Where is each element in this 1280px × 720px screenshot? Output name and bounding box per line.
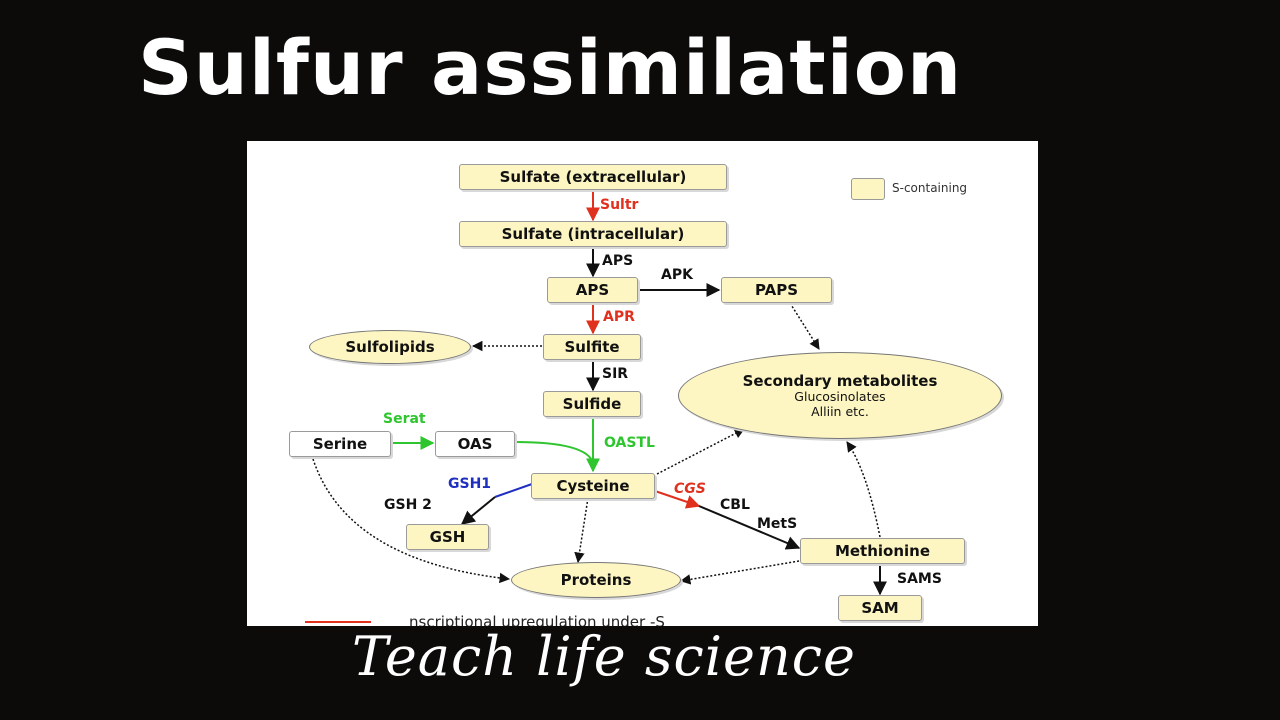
node-aps: APS: [547, 277, 638, 303]
node-sulfate-extracellular: Sulfate (extracellular): [459, 164, 727, 190]
node-methionine: Methionine: [800, 538, 965, 564]
footnote-text: nscriptional upregulation under -S: [409, 613, 665, 626]
enzyme-gsh1: GSH1: [448, 476, 492, 492]
channel-brand: Teach life science: [352, 625, 856, 688]
arrow-cysteine-secondary: [656, 428, 745, 475]
arrow-cysteine-proteins: [574, 497, 589, 564]
node-paps: PAPS: [721, 277, 832, 303]
enzyme-mets: MetS: [757, 516, 798, 532]
enzyme-cbl: CBL: [720, 497, 750, 513]
legend-label: S-containing: [892, 181, 968, 195]
enzyme-gsh2: GSH 2: [384, 497, 432, 513]
enzyme-cgs: CGS: [674, 481, 706, 497]
enzyme-sultr: Sultr: [600, 197, 639, 213]
node-gsh: GSH: [406, 524, 489, 550]
enzyme-apr: APR: [603, 309, 635, 325]
secondary-line1: Glucosinolates: [794, 389, 886, 405]
node-sulfite: Sulfite: [543, 334, 641, 360]
node-secondary-metabolites: Secondary metabolites Glucosinolates All…: [678, 352, 1002, 439]
slide-title: Sulfur assimilation: [138, 23, 963, 112]
secondary-line2: Alliin etc.: [811, 403, 869, 419]
node-proteins: Proteins: [511, 562, 681, 598]
arrow-gsh2: [460, 496, 496, 525]
node-serine: Serine: [289, 431, 391, 457]
node-sulfolipids: Sulfolipids: [309, 330, 471, 364]
enzyme-sir: SIR: [602, 366, 629, 382]
arrow-cbl-mets: [698, 505, 801, 550]
pathway-arrows: [305, 191, 887, 623]
pathway-diagram: S-containing Sulfate (extracellular) Sul…: [247, 141, 1038, 626]
enzyme-sams: SAMS: [897, 571, 942, 587]
arrow-paps-secondary: [789, 302, 820, 350]
node-sulfate-intracellular: Sulfate (intracellular): [459, 221, 727, 247]
node-sulfide: Sulfide: [543, 391, 641, 417]
arrow-cgs: [654, 490, 701, 509]
arrow-methionine-secondary: [846, 441, 881, 538]
arrow-methionine-proteins: [679, 560, 800, 585]
secondary-title: Secondary metabolites: [742, 372, 938, 391]
legend-swatch: [851, 178, 885, 200]
arrow-gsh1: [494, 483, 533, 498]
enzyme-apk: APK: [661, 267, 693, 283]
enzyme-serat: Serat: [383, 411, 426, 427]
enzyme-oastl: OASTL: [604, 435, 655, 451]
node-sam: SAM: [838, 595, 922, 621]
arrow-oastl: [514, 441, 594, 464]
node-cysteine: Cysteine: [531, 473, 655, 499]
enzyme-aps: APS: [602, 253, 634, 269]
node-oas: OAS: [435, 431, 515, 457]
